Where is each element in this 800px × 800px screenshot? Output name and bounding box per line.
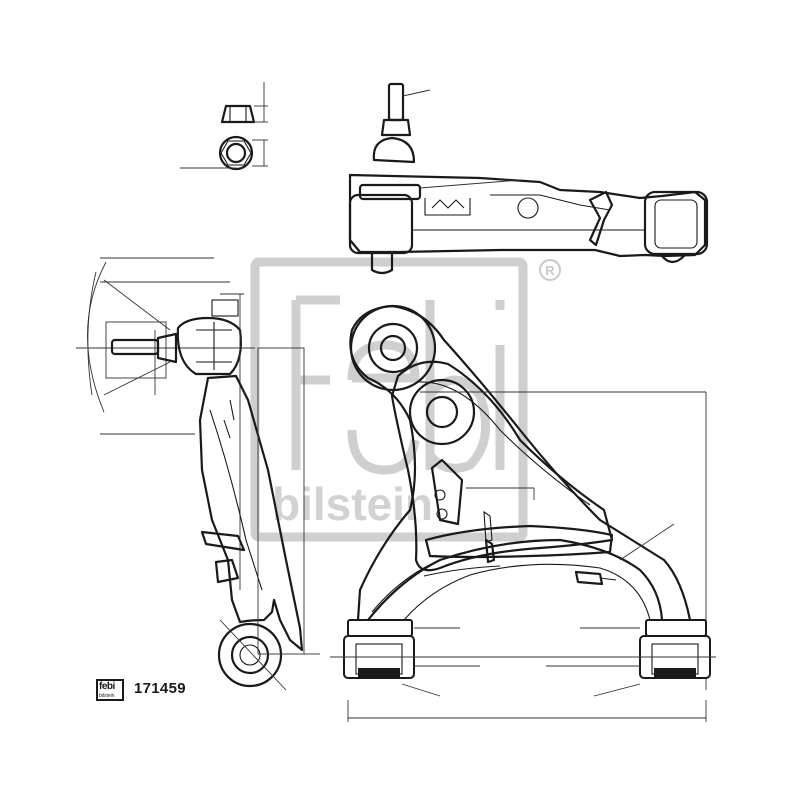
watermark-brand-sub: bilstein [272, 478, 433, 530]
registered-trademark-icon: R [539, 259, 561, 281]
arm-front-view [330, 304, 716, 722]
svg-text:R: R [545, 263, 555, 278]
part-number: 171459 [134, 680, 186, 697]
brand-logo-bottom: bilstein [99, 693, 115, 699]
arm-side-view [76, 257, 320, 691]
brand-logo-top: febi [99, 681, 115, 692]
arm-top-view [348, 82, 709, 275]
watermark: bilstein [250, 257, 528, 542]
brand-logo: febi bilstein [96, 679, 124, 701]
nut-detail [180, 82, 268, 171]
